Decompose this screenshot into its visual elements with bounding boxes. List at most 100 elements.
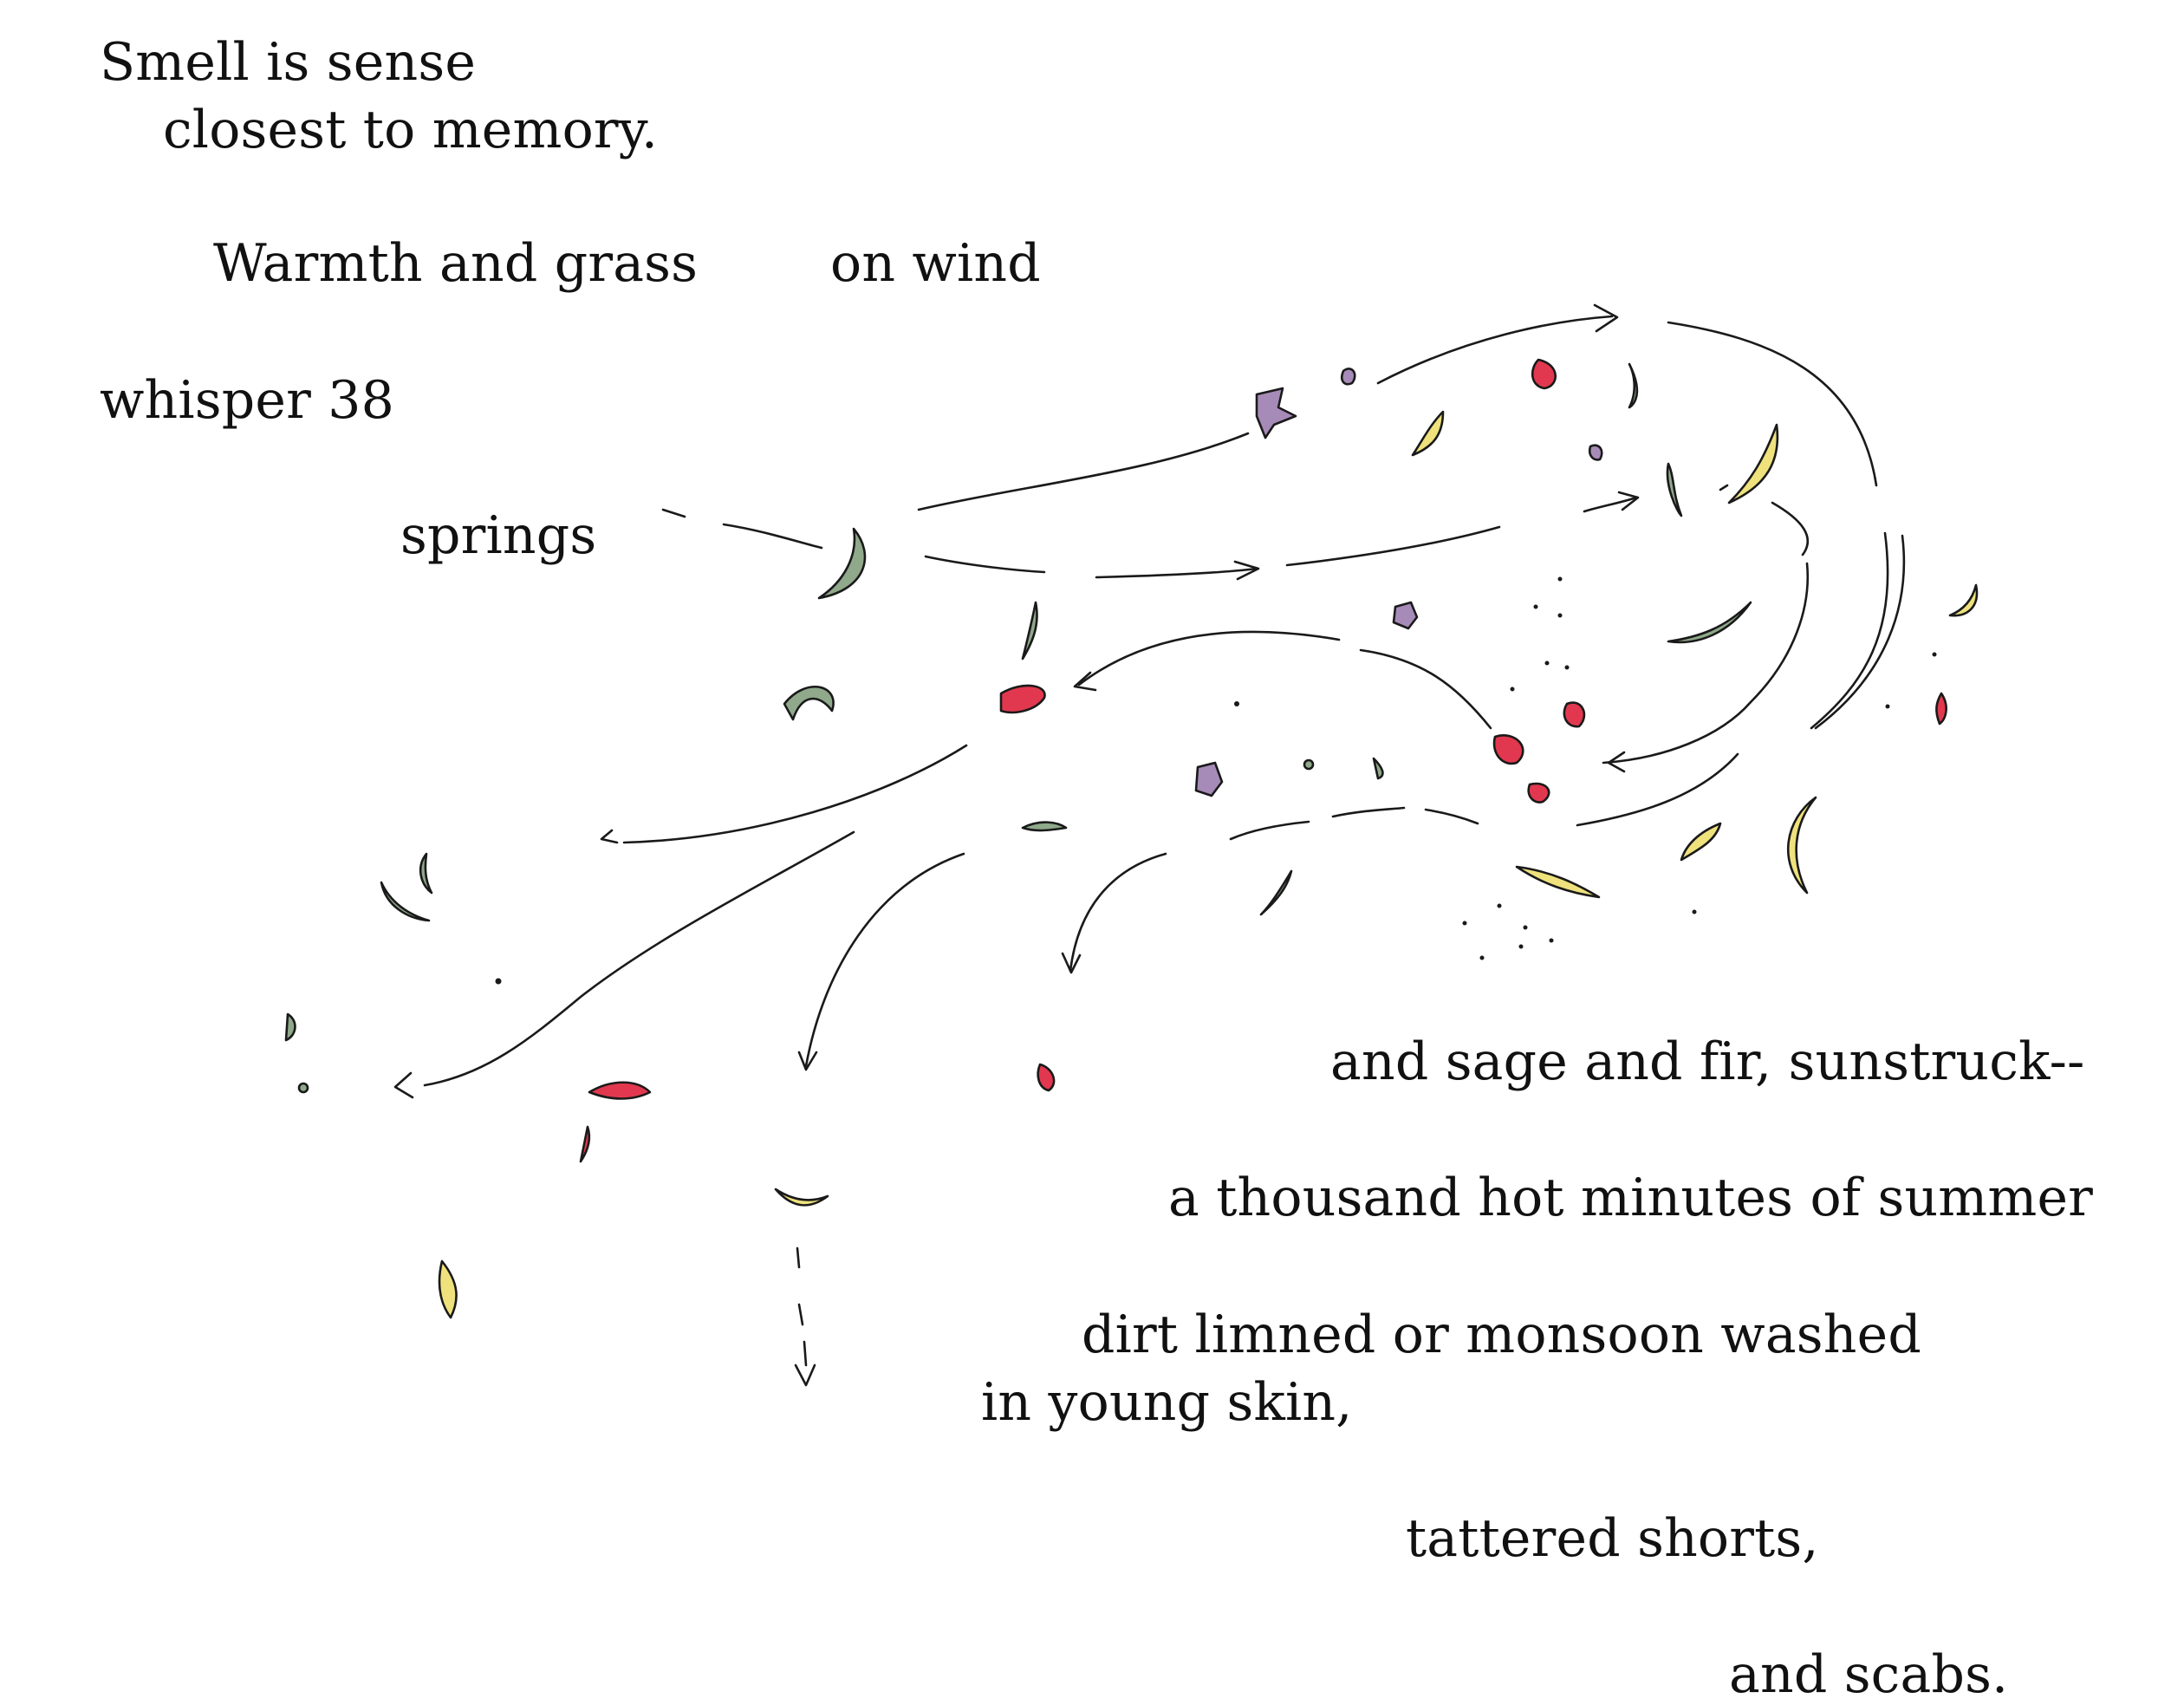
seed-dot — [1510, 687, 1515, 692]
seed-dot — [1462, 921, 1467, 926]
seed-dot — [1692, 909, 1697, 914]
seed-dot — [1518, 944, 1524, 949]
arrowhead — [600, 829, 619, 844]
poem-line-12: and scabs. — [1729, 1644, 2009, 1705]
seed-dot — [1557, 613, 1563, 618]
arrowhead — [1073, 671, 1097, 692]
wind-line — [722, 523, 823, 550]
wind-line — [1749, 562, 1809, 704]
wind-line — [1285, 525, 1501, 567]
wind-line — [661, 508, 686, 518]
poem-line-5: whisper 38 — [100, 370, 394, 431]
yellow-leaf — [1515, 865, 1601, 899]
arrowhead — [794, 1363, 816, 1387]
green-leaf — [1666, 462, 1683, 517]
yellow-leaf — [1727, 423, 1779, 504]
wind-line — [1331, 806, 1406, 818]
arrowhead — [393, 1071, 414, 1099]
purple-flower — [1255, 387, 1297, 439]
wind-line — [1424, 808, 1479, 825]
red-petal — [1492, 734, 1524, 765]
purple-flower — [1341, 368, 1356, 386]
seed-dot — [1479, 955, 1485, 960]
red-petal — [1563, 701, 1586, 728]
wind-line — [1719, 484, 1729, 491]
poem-line-11: tattered shorts, — [1406, 1508, 1819, 1569]
yellow-leaf — [1786, 796, 1817, 895]
poem-line-10: in young skin, — [981, 1372, 1353, 1433]
leaves-and-petals — [284, 358, 1979, 1319]
green-leaf — [419, 852, 433, 895]
wind-line — [796, 1246, 801, 1269]
poem-line-2: closest to memory. — [163, 100, 659, 160]
yellow-leaf — [1948, 583, 1979, 617]
wind-line — [1069, 852, 1167, 973]
red-petal — [588, 1081, 652, 1100]
red-petal — [1531, 358, 1557, 390]
red-petal — [999, 684, 1046, 714]
wind-line — [1810, 531, 1889, 730]
wind-line — [1814, 534, 1906, 730]
purple-flower — [1392, 601, 1419, 630]
green-seed — [297, 1082, 309, 1094]
poem-line-1: Smell is sense — [100, 32, 477, 93]
poem-line-9: dirt limned or monsoon washed — [1082, 1305, 1921, 1365]
wind-line — [1376, 315, 1614, 385]
yellow-leaf — [774, 1188, 829, 1207]
red-petal — [1527, 782, 1550, 804]
poem-line-7: and sage and fir, sunstruck-- — [1330, 1031, 2085, 1092]
green-leaf — [1021, 821, 1068, 832]
seed-dot — [495, 978, 502, 985]
green-leaf — [284, 1012, 296, 1042]
seed-dot — [1544, 661, 1550, 666]
poem-line-8: a thousand hot minutes of summer — [1168, 1168, 2094, 1228]
wind-line — [1229, 820, 1310, 841]
green-leaf — [783, 686, 835, 721]
wind-line — [1095, 567, 1258, 579]
green-leaf — [817, 527, 867, 600]
red-petal — [579, 1125, 591, 1163]
wind-line — [924, 555, 1046, 574]
arrowhead — [1607, 751, 1626, 773]
wind-line — [803, 1340, 808, 1367]
wind-line — [797, 1303, 804, 1326]
wind-line — [1359, 648, 1492, 730]
seed-dot — [1523, 925, 1528, 930]
purple-flower — [1194, 761, 1224, 797]
seed-dot — [1557, 576, 1563, 582]
arrowhead — [797, 1051, 818, 1071]
wind-line — [1077, 630, 1341, 687]
poem-line-3: Warmth and grass — [213, 233, 699, 294]
arrowhead — [1061, 952, 1082, 974]
arrowhead — [1593, 303, 1619, 333]
green-leaf — [1628, 362, 1639, 409]
seed-dot — [1497, 903, 1502, 908]
seed-dot — [1234, 701, 1239, 706]
wind-line — [622, 744, 968, 844]
green-leaf — [380, 881, 431, 922]
arrowhead — [1233, 560, 1260, 581]
wind-lines — [393, 303, 1906, 1387]
green-leaf — [1259, 869, 1293, 916]
red-petal — [1037, 1063, 1056, 1092]
wind-line — [917, 432, 1250, 511]
seed-dot — [1885, 704, 1890, 709]
yellow-leaf — [1411, 410, 1445, 457]
wind-line — [804, 852, 965, 1068]
seed-dot — [1564, 665, 1570, 670]
wind-line — [1583, 496, 1638, 513]
seed-dot — [1932, 652, 1937, 657]
arrowhead — [1617, 491, 1640, 511]
seed-dot — [1533, 604, 1538, 609]
wind-line — [423, 830, 855, 1087]
wind-line — [1771, 501, 1809, 556]
yellow-leaf — [438, 1259, 458, 1319]
seed-dot — [1549, 938, 1554, 943]
wind-line — [1602, 700, 1752, 765]
green-leaf — [1372, 757, 1384, 780]
green-seed — [1303, 758, 1315, 771]
poem-line-4: on wind — [830, 233, 1041, 294]
seed-dots — [495, 576, 1937, 985]
wind-line — [1667, 321, 1878, 487]
